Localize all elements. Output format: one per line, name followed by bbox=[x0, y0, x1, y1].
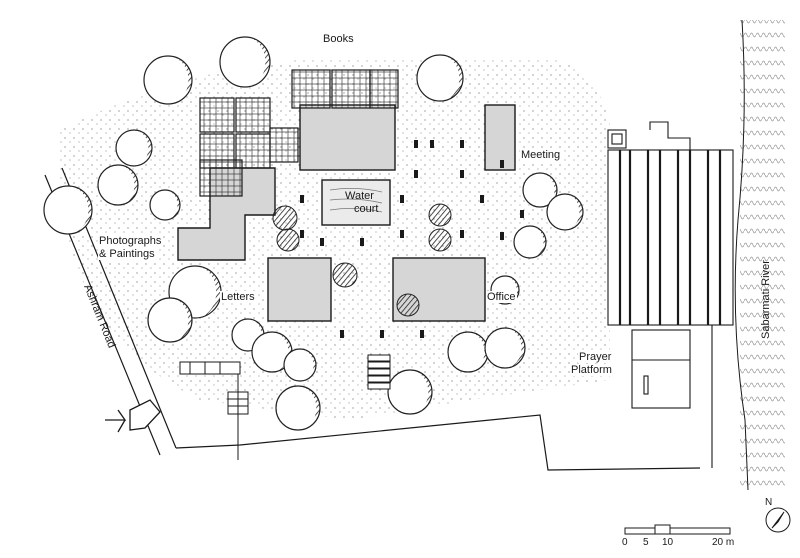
columns bbox=[300, 140, 524, 338]
entry-steps bbox=[367, 354, 391, 390]
entrance-path bbox=[179, 361, 249, 460]
label-sabarmati-river: Sabarmati River bbox=[760, 260, 772, 339]
label-prayer-line1: Prayer bbox=[578, 351, 613, 363]
label-photographs-line2: & Paintings bbox=[98, 248, 156, 260]
room-letters bbox=[267, 257, 332, 322]
courtyard-trees bbox=[272, 203, 452, 317]
sabarmati-river bbox=[734, 19, 785, 491]
label-letters: Letters bbox=[220, 291, 256, 303]
scale-tick-0: 0 bbox=[622, 537, 628, 548]
label-prayer-line2: Platform bbox=[570, 364, 613, 376]
entrance-arrow-icon bbox=[105, 399, 161, 433]
building-rooms bbox=[177, 104, 516, 322]
trees bbox=[43, 36, 584, 431]
scale-tick-10: 10 bbox=[662, 537, 674, 548]
room-meeting bbox=[484, 104, 516, 171]
roof-pyramids bbox=[199, 69, 399, 197]
label-photographs-line1: Photographs bbox=[98, 235, 163, 247]
prayer-platform bbox=[631, 329, 691, 409]
label-water-court-line2: court bbox=[354, 203, 379, 215]
label-office: Office bbox=[486, 291, 517, 303]
scale-bar bbox=[624, 524, 731, 535]
site-ground bbox=[60, 60, 610, 420]
north-arrow-icon bbox=[765, 507, 791, 533]
north-label: N bbox=[765, 497, 773, 508]
label-water-court-line1: Water bbox=[345, 190, 374, 202]
room-books bbox=[299, 104, 396, 171]
room-photographs bbox=[177, 167, 276, 261]
scale-tick-20m: 20 m bbox=[712, 537, 735, 548]
scale-tick-5: 5 bbox=[643, 537, 649, 548]
prayer-area bbox=[607, 121, 734, 468]
label-meeting: Meeting bbox=[520, 149, 562, 161]
label-books: Books bbox=[322, 33, 355, 45]
